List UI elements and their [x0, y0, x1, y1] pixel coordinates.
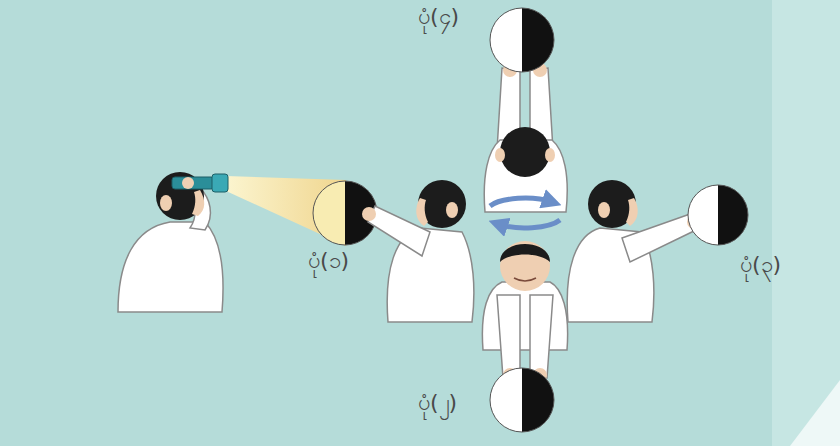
ball-outline	[490, 8, 554, 72]
ear	[446, 202, 458, 218]
corner-shape	[790, 380, 840, 446]
flashlight	[172, 174, 228, 192]
hand	[182, 177, 194, 189]
face	[416, 198, 428, 226]
flashlight-body	[172, 177, 214, 189]
ear	[495, 148, 505, 162]
ball-dark-half	[522, 368, 554, 432]
figure-label: ပုံ(၄)	[418, 4, 459, 30]
ball-outline	[313, 181, 377, 245]
boy-top	[484, 63, 567, 212]
ear	[160, 195, 172, 211]
rotation-arrow	[498, 220, 560, 228]
light-beam	[226, 176, 346, 246]
ball-dark-half	[718, 185, 748, 245]
ball-lit-half	[688, 185, 718, 245]
ball	[490, 8, 554, 72]
face	[192, 190, 204, 216]
ear	[598, 202, 610, 218]
ball-lit-half	[490, 368, 522, 432]
face	[500, 241, 550, 291]
sleeve	[497, 295, 520, 378]
ear	[545, 148, 555, 162]
ball	[490, 368, 554, 432]
head-hair	[500, 244, 550, 262]
rotation-arrow	[490, 198, 552, 206]
boy-right	[567, 180, 701, 322]
face	[626, 198, 638, 226]
ball	[313, 181, 377, 245]
ball-dark-half	[522, 8, 554, 72]
shirt	[118, 222, 223, 312]
rotation-arrows	[490, 198, 560, 228]
ball-lit-half	[490, 8, 522, 72]
figure-label: ပုံ(၂)	[418, 390, 457, 416]
figure-label: ပုံ(၃)	[740, 252, 781, 278]
sleeve	[530, 295, 553, 378]
figure-label: ပုံ(၁)	[308, 248, 349, 274]
head-hair	[500, 127, 550, 177]
hand	[362, 207, 376, 221]
ball-outline	[490, 368, 554, 432]
flashlight-boy	[118, 172, 223, 312]
mouth	[514, 278, 536, 281]
boy-left	[362, 180, 474, 322]
ball	[688, 185, 748, 245]
ball-outline	[688, 185, 748, 245]
ball-dark-half	[345, 181, 377, 245]
shirt	[482, 282, 567, 350]
ball-lit-half	[313, 181, 345, 245]
flashlight-head	[212, 174, 228, 192]
boy-bottom	[482, 241, 567, 382]
side-panel	[772, 0, 840, 446]
